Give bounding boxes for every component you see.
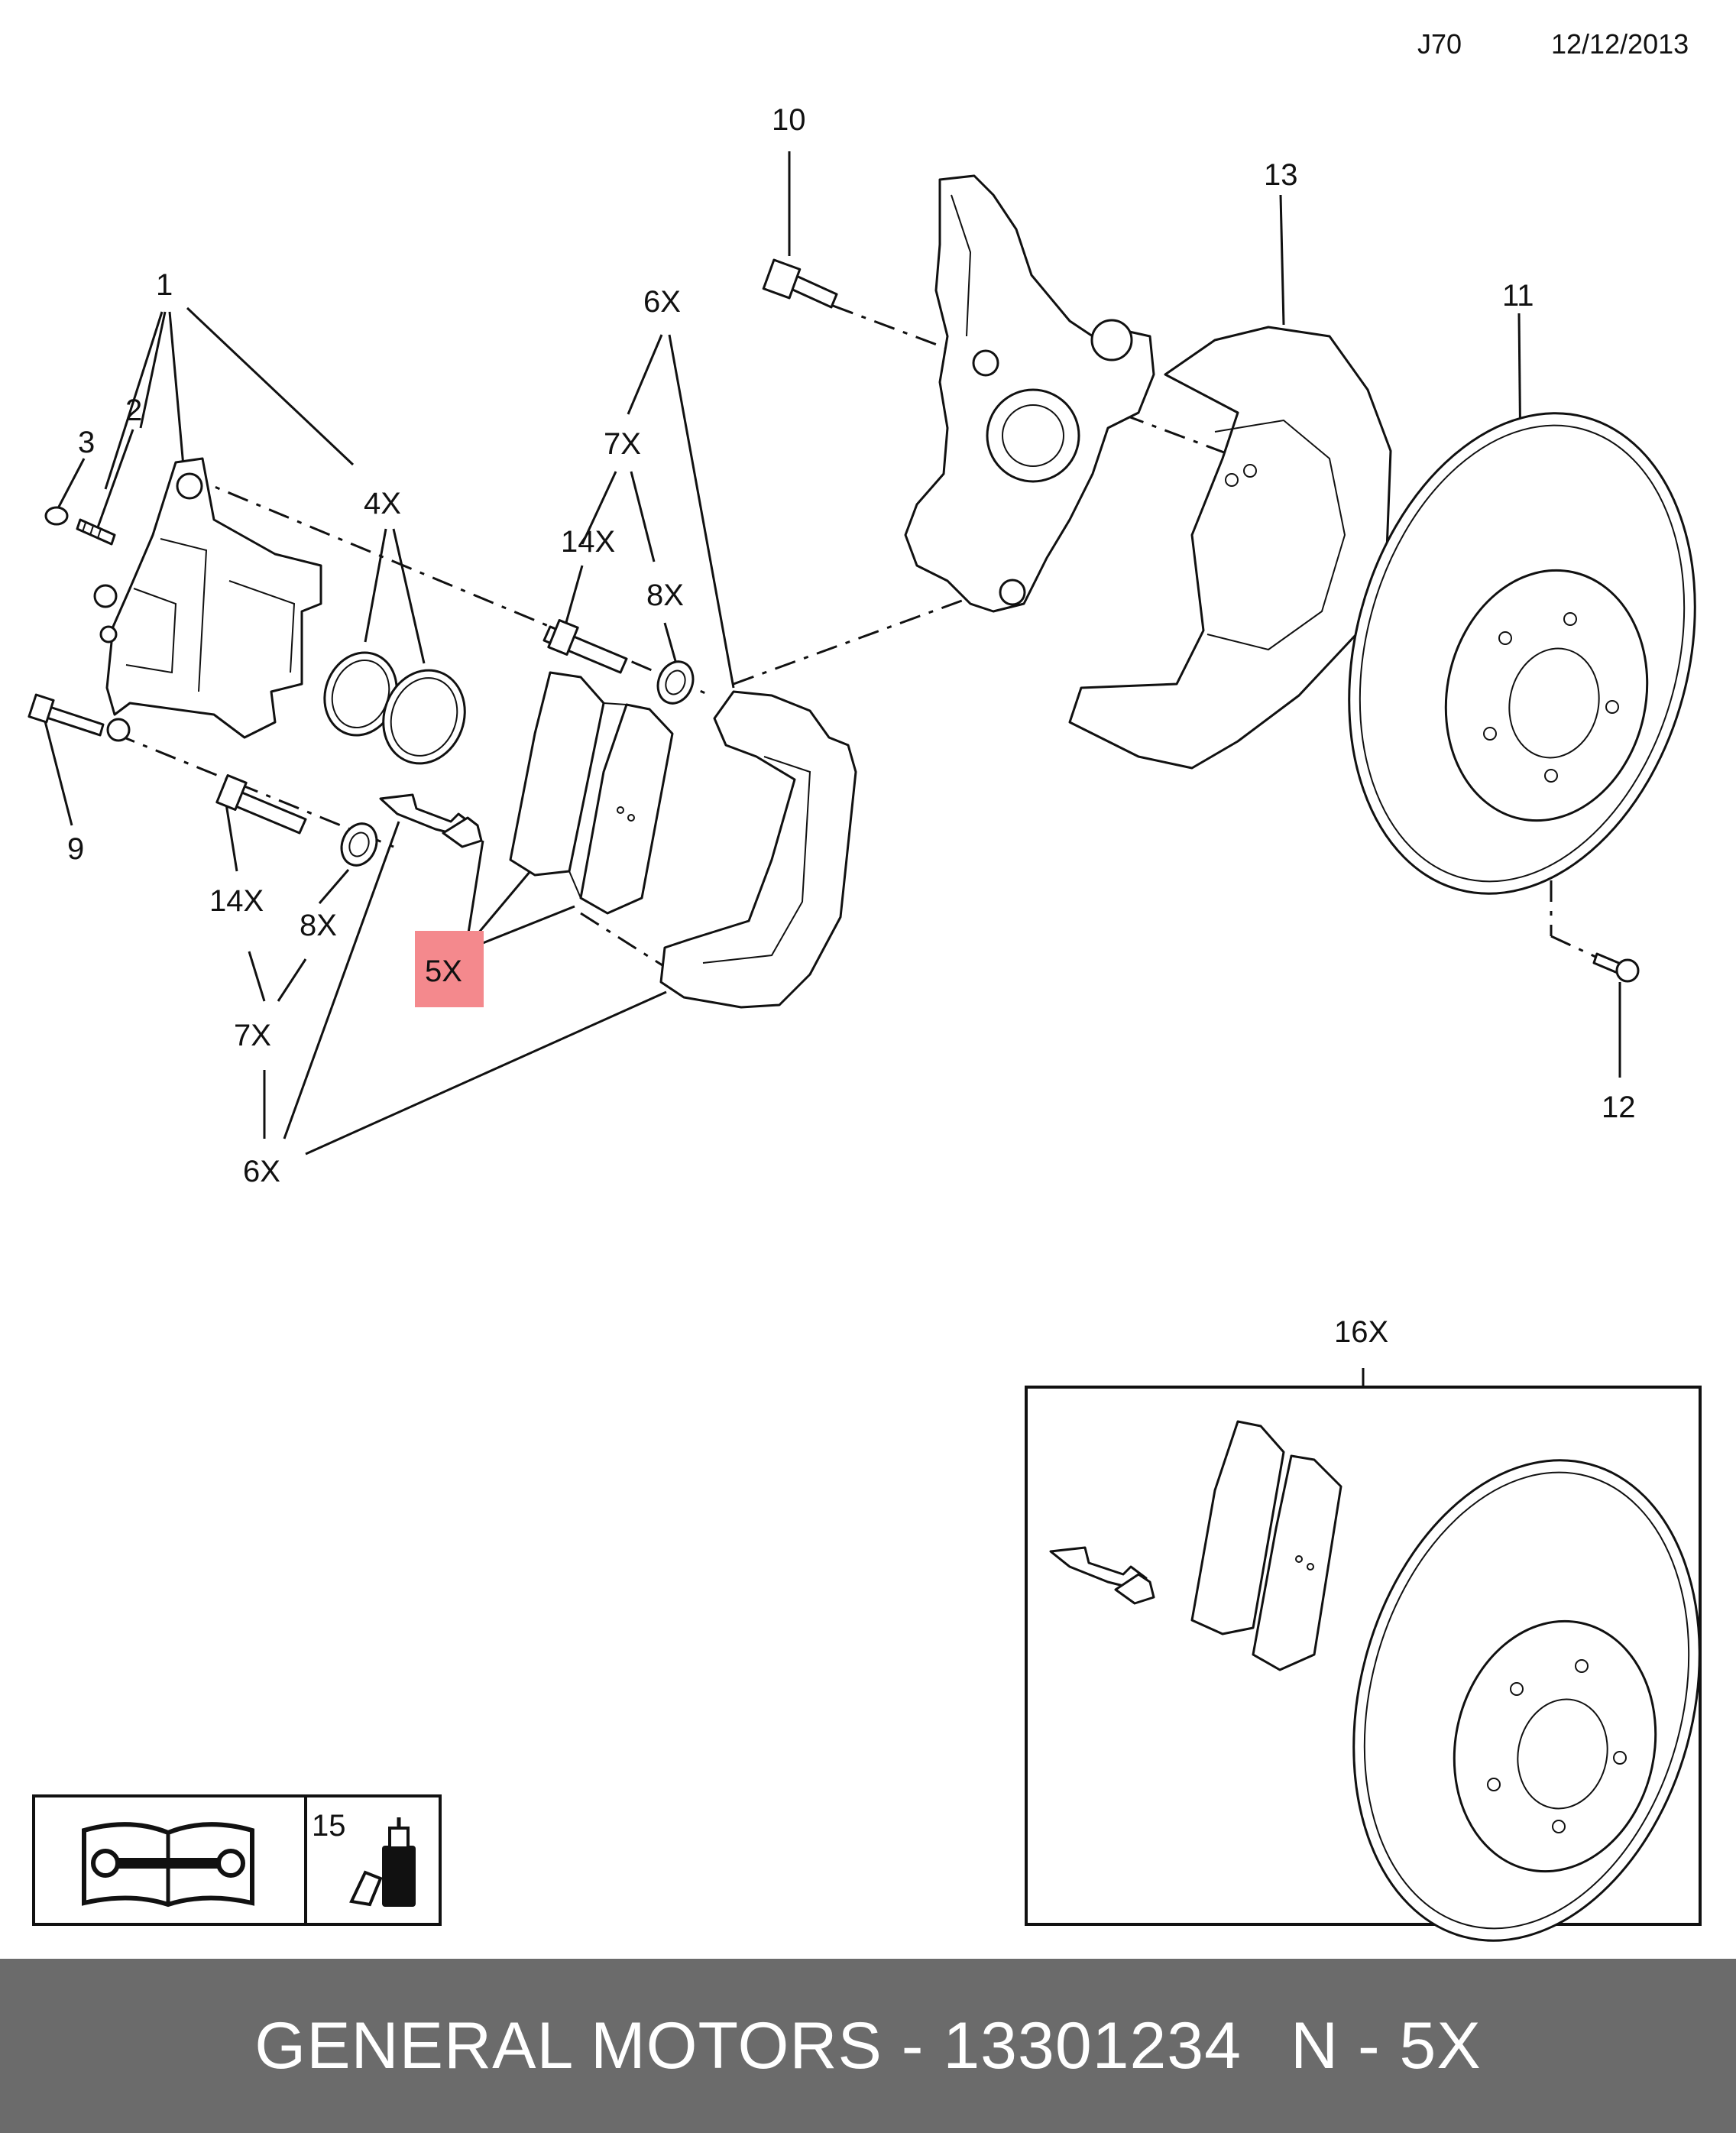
- callout-7x-bottom: 7X: [234, 1019, 271, 1052]
- caliper-bracket: [659, 690, 857, 1009]
- highlight-callout-5x: 5X: [415, 931, 484, 1007]
- diagram-code: J70: [1417, 28, 1462, 60]
- exploded-parts-diagram: J70 12/12/2013: [28, 28, 1702, 1942]
- guide-pin-lower: [215, 774, 307, 835]
- dust-shield: [1068, 326, 1392, 770]
- kit-inset: [1025, 1386, 1702, 1942]
- brake-pads: [509, 671, 674, 915]
- callout-9: 9: [67, 832, 84, 866]
- part-number: 13301234: [943, 2008, 1242, 2083]
- callout-16x: 16X: [1334, 1315, 1388, 1349]
- guide-boot-lower: [340, 822, 378, 867]
- knuckle-bolt: [762, 258, 838, 309]
- adhesive-bottle-icon: [349, 1817, 416, 1907]
- brake-rotor: [1348, 412, 1696, 895]
- callout-10: 10: [772, 103, 806, 137]
- callout-7x-top: 7X: [604, 427, 641, 461]
- callout-6x-top: 6X: [643, 285, 681, 319]
- callout-labels: 1 2 3 4X 6X 7X 14X 8X 10 13 11 12 9 14X …: [67, 103, 1636, 1349]
- banner-separator: -: [882, 2008, 944, 2083]
- rotor-screw: [1592, 952, 1640, 983]
- steering-knuckle: [904, 174, 1155, 613]
- piston-seals: [323, 651, 466, 765]
- caliper-bolt: [28, 693, 105, 737]
- callout-8x-top: 8X: [646, 579, 684, 612]
- diagram-date: 12/12/2013: [1551, 28, 1689, 60]
- brake-caliper: [93, 457, 322, 742]
- callout-2: 2: [125, 394, 142, 427]
- callout-5x: 5X: [425, 955, 462, 988]
- quantity-note: N - 5X: [1290, 2008, 1482, 2083]
- callout-8x-bottom: 8X: [300, 909, 337, 942]
- brand-name: GENERAL MOTORS: [254, 2008, 883, 2083]
- guide-boot-upper: [656, 660, 695, 705]
- callout-4x: 4X: [364, 487, 401, 520]
- callout-1: 1: [156, 268, 173, 302]
- icon-legend: 15: [32, 1794, 442, 1926]
- callout-11: 11: [1502, 279, 1534, 313]
- callout-14x-bottom: 14X: [209, 884, 264, 918]
- callout-3: 3: [78, 426, 95, 459]
- pad-clips: [379, 793, 483, 848]
- service-manual-icon: [82, 1822, 254, 1908]
- guide-pin-upper: [542, 619, 628, 674]
- bleeder-screw: [76, 518, 116, 546]
- leader-lines: [43, 151, 1621, 1387]
- callout-13: 13: [1264, 158, 1298, 192]
- part-number-banner: GENERAL MOTORS - 13301234 N - 5X: [0, 1959, 1736, 2133]
- callout-15: 15: [312, 1809, 346, 1843]
- callout-12: 12: [1602, 1091, 1636, 1124]
- callout-6x-bottom: 6X: [243, 1155, 280, 1188]
- callout-14x-top: 14X: [561, 525, 615, 559]
- highlight-box: [415, 931, 484, 1007]
- bleeder-cap: [44, 506, 69, 526]
